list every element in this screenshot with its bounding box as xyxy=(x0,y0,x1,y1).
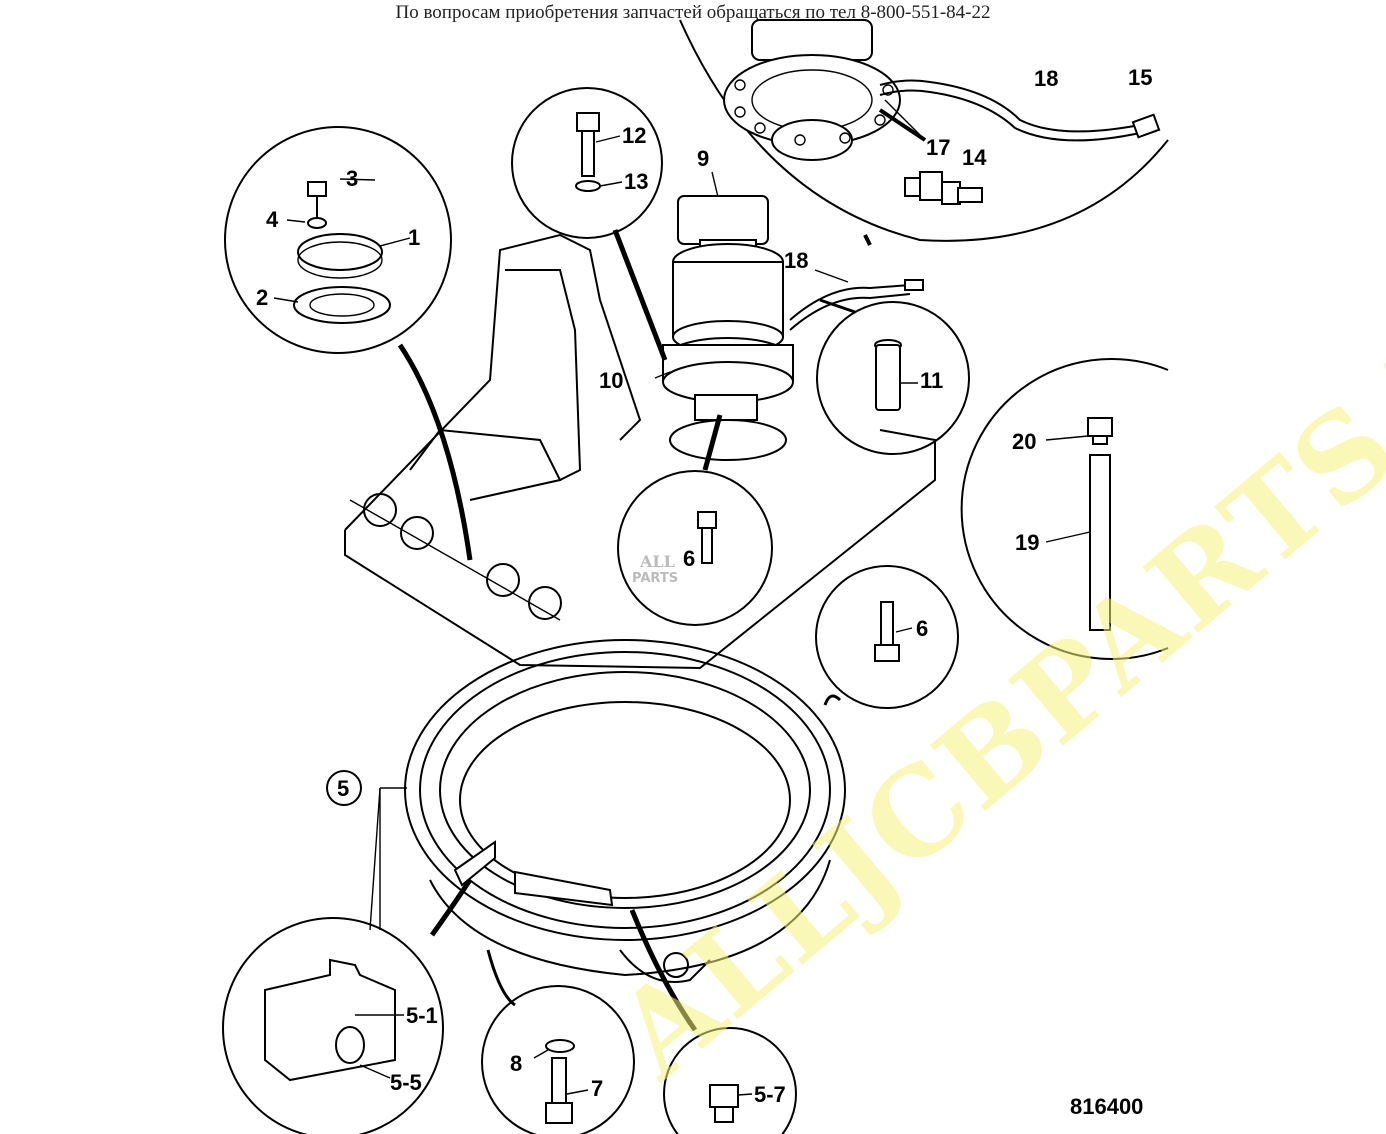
callout-5: 5 xyxy=(337,776,349,801)
callout-7: 7 xyxy=(591,1076,603,1101)
callout-19: 19 xyxy=(1015,530,1039,555)
detail-bolt7-circle xyxy=(481,985,635,1134)
detail-grease-nipple-circle xyxy=(663,1027,797,1134)
detail-ring-section-circle xyxy=(222,917,444,1134)
callout-13: 13 xyxy=(624,169,648,194)
slew-ring xyxy=(369,639,846,983)
callout-10: 10 xyxy=(599,368,623,393)
bolt-3 xyxy=(307,181,327,218)
inner-logo-line2: PARTS xyxy=(632,571,678,586)
callout-5-circle xyxy=(326,770,362,806)
callout-2: 2 xyxy=(256,285,268,310)
inner-logo-line1: ALL xyxy=(639,552,675,571)
detail-bolt-circle xyxy=(511,87,663,239)
callout-6: 6 xyxy=(916,616,928,641)
slew-frame xyxy=(344,233,936,670)
cover-plate-1 xyxy=(297,233,383,271)
leaders xyxy=(397,108,927,1032)
callout-5-5: 5-5 xyxy=(390,1070,422,1095)
gasket-2 xyxy=(293,286,391,324)
detail-cover-circle xyxy=(224,126,452,354)
callout-4: 4 xyxy=(266,207,279,232)
callout-18b: 18 xyxy=(784,248,808,273)
callout-9: 9 xyxy=(697,146,709,171)
callout-8: 8 xyxy=(510,1051,522,1076)
fitting-14 xyxy=(941,181,983,205)
callout-20: 20 xyxy=(1012,429,1036,454)
callout-12: 12 xyxy=(622,123,646,148)
detail-pin-circle xyxy=(816,301,970,455)
callout-18a: 18 xyxy=(1034,66,1058,91)
callout-1: 1 xyxy=(408,225,420,250)
detail-shaft-circle xyxy=(960,358,1169,660)
callout-17: 17 xyxy=(926,135,950,160)
header-notice: По вопросам приобретения запчастей обращ… xyxy=(395,2,991,23)
callout-15: 15 xyxy=(1128,65,1152,90)
detail-hose-fitting xyxy=(679,19,1169,242)
fitting-17 xyxy=(904,171,943,201)
drawing-number: 816400 xyxy=(1070,1094,1143,1119)
washer-4 xyxy=(307,217,327,229)
callout-3: 3 xyxy=(346,166,358,191)
callout-14: 14 xyxy=(962,145,987,170)
callout-5-1: 5-1 xyxy=(406,1003,438,1028)
callout-5-7: 5-7 xyxy=(754,1082,786,1107)
detail-motor-bolt-circle xyxy=(617,470,773,626)
slew-motor xyxy=(654,171,924,461)
detail-bolt6-circle xyxy=(815,565,959,709)
callout-6-small: 6 xyxy=(683,546,695,571)
callout-11: 11 xyxy=(920,368,943,393)
